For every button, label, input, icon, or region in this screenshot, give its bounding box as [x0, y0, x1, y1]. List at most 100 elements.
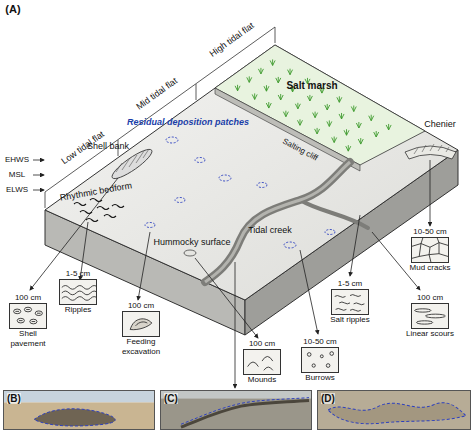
- texture-square: [59, 279, 97, 305]
- ripple-pattern: [62, 286, 96, 301]
- texture-square: [411, 303, 449, 329]
- grass-tuft: [276, 77, 281, 83]
- photo-sketch: [161, 391, 311, 429]
- bedform-crest: [97, 207, 109, 210]
- shell-pattern: [14, 307, 43, 324]
- grass-tuft: [297, 119, 302, 125]
- feature-label: Tidal creek: [248, 226, 292, 235]
- structure-name: Ripples: [65, 305, 92, 315]
- grass-tuft: [258, 68, 263, 74]
- grass-tuft: [327, 120, 332, 126]
- texture-square: [243, 349, 281, 375]
- feature-label: Chenier: [424, 120, 456, 129]
- patch: [219, 175, 231, 181]
- texture-panel: 10-50 cm Mud cracks: [402, 226, 458, 273]
- leader-line: [195, 258, 258, 338]
- sand-flat: [4, 402, 154, 429]
- scale-label: 100 cm: [417, 292, 443, 303]
- panel-letter: (B): [7, 393, 21, 404]
- scale-label: 10-50 cm: [413, 226, 446, 237]
- texture-panel: 1-5 cmSalt ripples: [322, 278, 378, 325]
- tidal-flat-surface: [45, 45, 458, 300]
- mud-flat: [318, 391, 470, 429]
- grass-tuft: [356, 122, 361, 128]
- structure-name: Salt ripples: [330, 315, 370, 325]
- mound-pattern: [248, 356, 273, 370]
- bracket-tick: [45, 192, 46, 208]
- texture-panel: 100 cmLinear scours: [400, 292, 460, 339]
- structure-name: Mud cracks: [410, 263, 451, 273]
- grass-tuft: [235, 85, 240, 91]
- grass-tuft: [351, 106, 356, 112]
- leader-line: [350, 215, 360, 276]
- tide-level: EHWS: [5, 156, 29, 164]
- panel-letter: (C): [164, 393, 178, 404]
- patch: [325, 230, 335, 235]
- texture-sketch: [332, 290, 368, 314]
- bracket-tick: [196, 84, 197, 100]
- texture-sketch: [412, 304, 448, 328]
- leader-line: [138, 232, 150, 300]
- grass-tuft: [358, 138, 363, 144]
- grass-tuft: [278, 94, 283, 100]
- structure-name: Shell pavement: [2, 329, 54, 349]
- wet-flat: [161, 391, 311, 429]
- grass-tuft: [313, 112, 318, 118]
- scale-label: 100 cm: [128, 300, 154, 311]
- texture-panel: 1-5 cm Ripples: [52, 268, 104, 315]
- field-photo: (B): [3, 390, 155, 430]
- grass-tuft: [266, 102, 271, 108]
- structure-name: Burrows: [305, 373, 334, 383]
- structure-name: Mounds: [248, 375, 276, 385]
- hummock: [184, 250, 196, 256]
- scale-label: 100 cm: [15, 292, 41, 303]
- scour-pattern: [415, 309, 446, 324]
- bedform-crest: [74, 203, 86, 206]
- residual-patch: [328, 403, 466, 424]
- scale-label: 1-5 cm: [66, 268, 90, 279]
- grass-tuft: [307, 95, 312, 101]
- bracket-line: [45, 27, 275, 192]
- texture-sketch: [10, 304, 46, 328]
- patch: [145, 223, 155, 228]
- residual-patch: [34, 409, 115, 426]
- grass-tuft: [315, 128, 320, 134]
- chenier-hatch: [414, 144, 449, 154]
- salt-ripple-pattern: [335, 295, 365, 312]
- texture-sketch: [412, 238, 448, 262]
- leader-line: [300, 250, 318, 334]
- shell-bank: [109, 145, 155, 182]
- tide-level: ELWS: [6, 186, 28, 194]
- creek-branch: [300, 200, 368, 228]
- bedform-crest: [112, 205, 124, 208]
- grass-tuft: [270, 59, 275, 65]
- patch: [284, 242, 296, 248]
- field-photo: (C): [160, 390, 312, 430]
- burrow-pattern: [307, 352, 333, 368]
- patch: [195, 158, 205, 163]
- scale-label: 10-50 cm: [303, 336, 336, 347]
- feature-label: Residual deposition patches: [127, 118, 249, 127]
- scarp: [181, 401, 309, 428]
- sky: [161, 391, 311, 399]
- salting-cliff-band: [215, 88, 360, 171]
- creek-channel: [205, 162, 350, 282]
- level-arrow: [33, 190, 44, 191]
- scale-label: 100 cm: [249, 338, 275, 349]
- sky: [4, 391, 154, 402]
- texture-sketch: [244, 350, 280, 374]
- grass-tuft: [288, 69, 293, 75]
- panel-letter: (A): [5, 4, 20, 15]
- panel-letter: (D): [321, 393, 335, 404]
- texture-square: [122, 311, 160, 337]
- texture-sketch: [60, 280, 96, 304]
- texture-square: [9, 303, 47, 329]
- grass-tuft: [332, 137, 337, 143]
- grass-tuft: [346, 145, 351, 151]
- grass-tuft: [344, 129, 349, 135]
- grass-tuft: [264, 85, 269, 91]
- texture-square: [301, 347, 339, 373]
- feature-label: Shell bank: [87, 142, 129, 151]
- tide-level: MSL: [9, 171, 25, 179]
